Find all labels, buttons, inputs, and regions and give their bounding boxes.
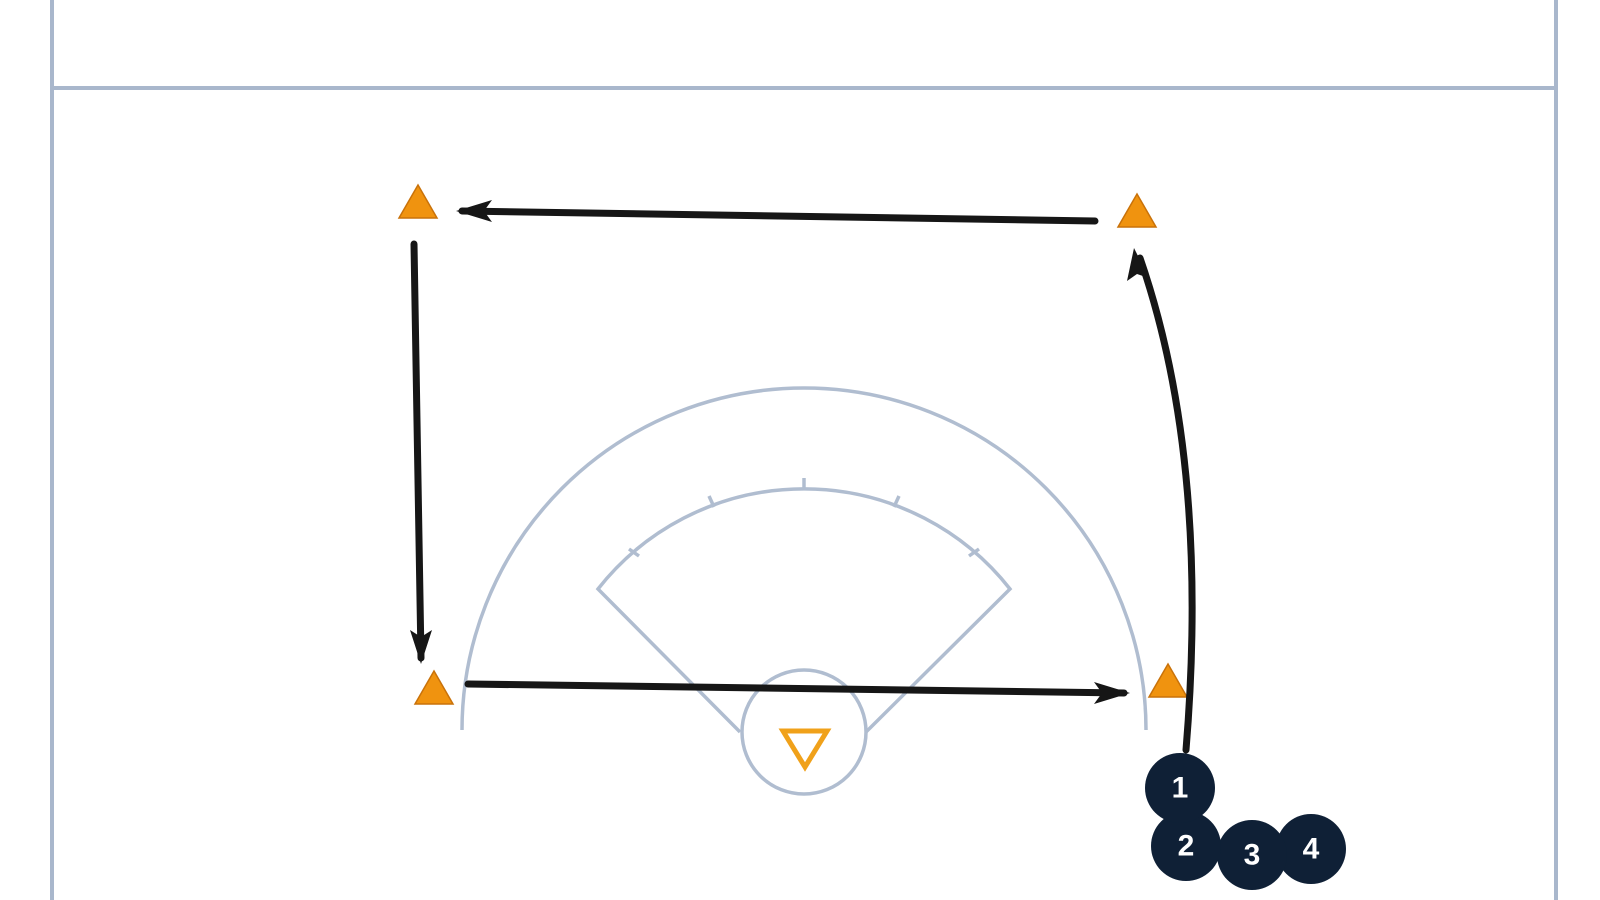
player-number: 1 [1172, 772, 1189, 805]
arrowhead-icon [410, 630, 432, 664]
hash-mark [967, 547, 981, 558]
players: 4 3 2 1 [1145, 753, 1346, 890]
player-4[interactable]: 4 [1276, 814, 1346, 884]
hash-mark [892, 495, 901, 508]
cone-bottom-right [1147, 662, 1189, 698]
arrowhead-icon [1094, 682, 1130, 704]
player-number: 2 [1178, 830, 1195, 863]
hash-mark [627, 547, 641, 558]
run-arrows [410, 200, 1196, 754]
player-marker [1151, 811, 1221, 881]
cones [397, 183, 1189, 705]
player-3[interactable]: 3 [1217, 820, 1287, 890]
player-2[interactable]: 2 [1151, 811, 1221, 881]
cone-bottom-left [413, 669, 455, 705]
fan-area [595, 487, 1013, 734]
hash-mark [707, 495, 716, 508]
player-marker [1217, 820, 1287, 890]
run-arrow-top-right-to-top-left [456, 200, 1099, 225]
arrowhead-icon [456, 200, 492, 222]
player-marker [1276, 814, 1346, 884]
run-arrow-start-to-top-right [1127, 248, 1196, 754]
player-1[interactable]: 1 [1145, 753, 1215, 823]
goal-crease [740, 668, 868, 796]
player-number: 4 [1303, 833, 1320, 866]
outer-arc [460, 386, 1148, 731]
cone-top-right [1116, 192, 1158, 228]
goal-area [460, 386, 1148, 796]
player-marker [1145, 753, 1215, 823]
court-boundary [50, 0, 1558, 900]
hash-marks [627, 478, 981, 558]
run-arrow-top-left-to-bottom-left [410, 240, 432, 664]
run-arrow-bottom-left-to-bottom-right [464, 680, 1130, 704]
arrowhead-icon [1127, 248, 1149, 281]
player-number: 3 [1244, 839, 1261, 872]
cone-top-left [397, 183, 439, 219]
goal-triangle-icon [778, 728, 832, 772]
